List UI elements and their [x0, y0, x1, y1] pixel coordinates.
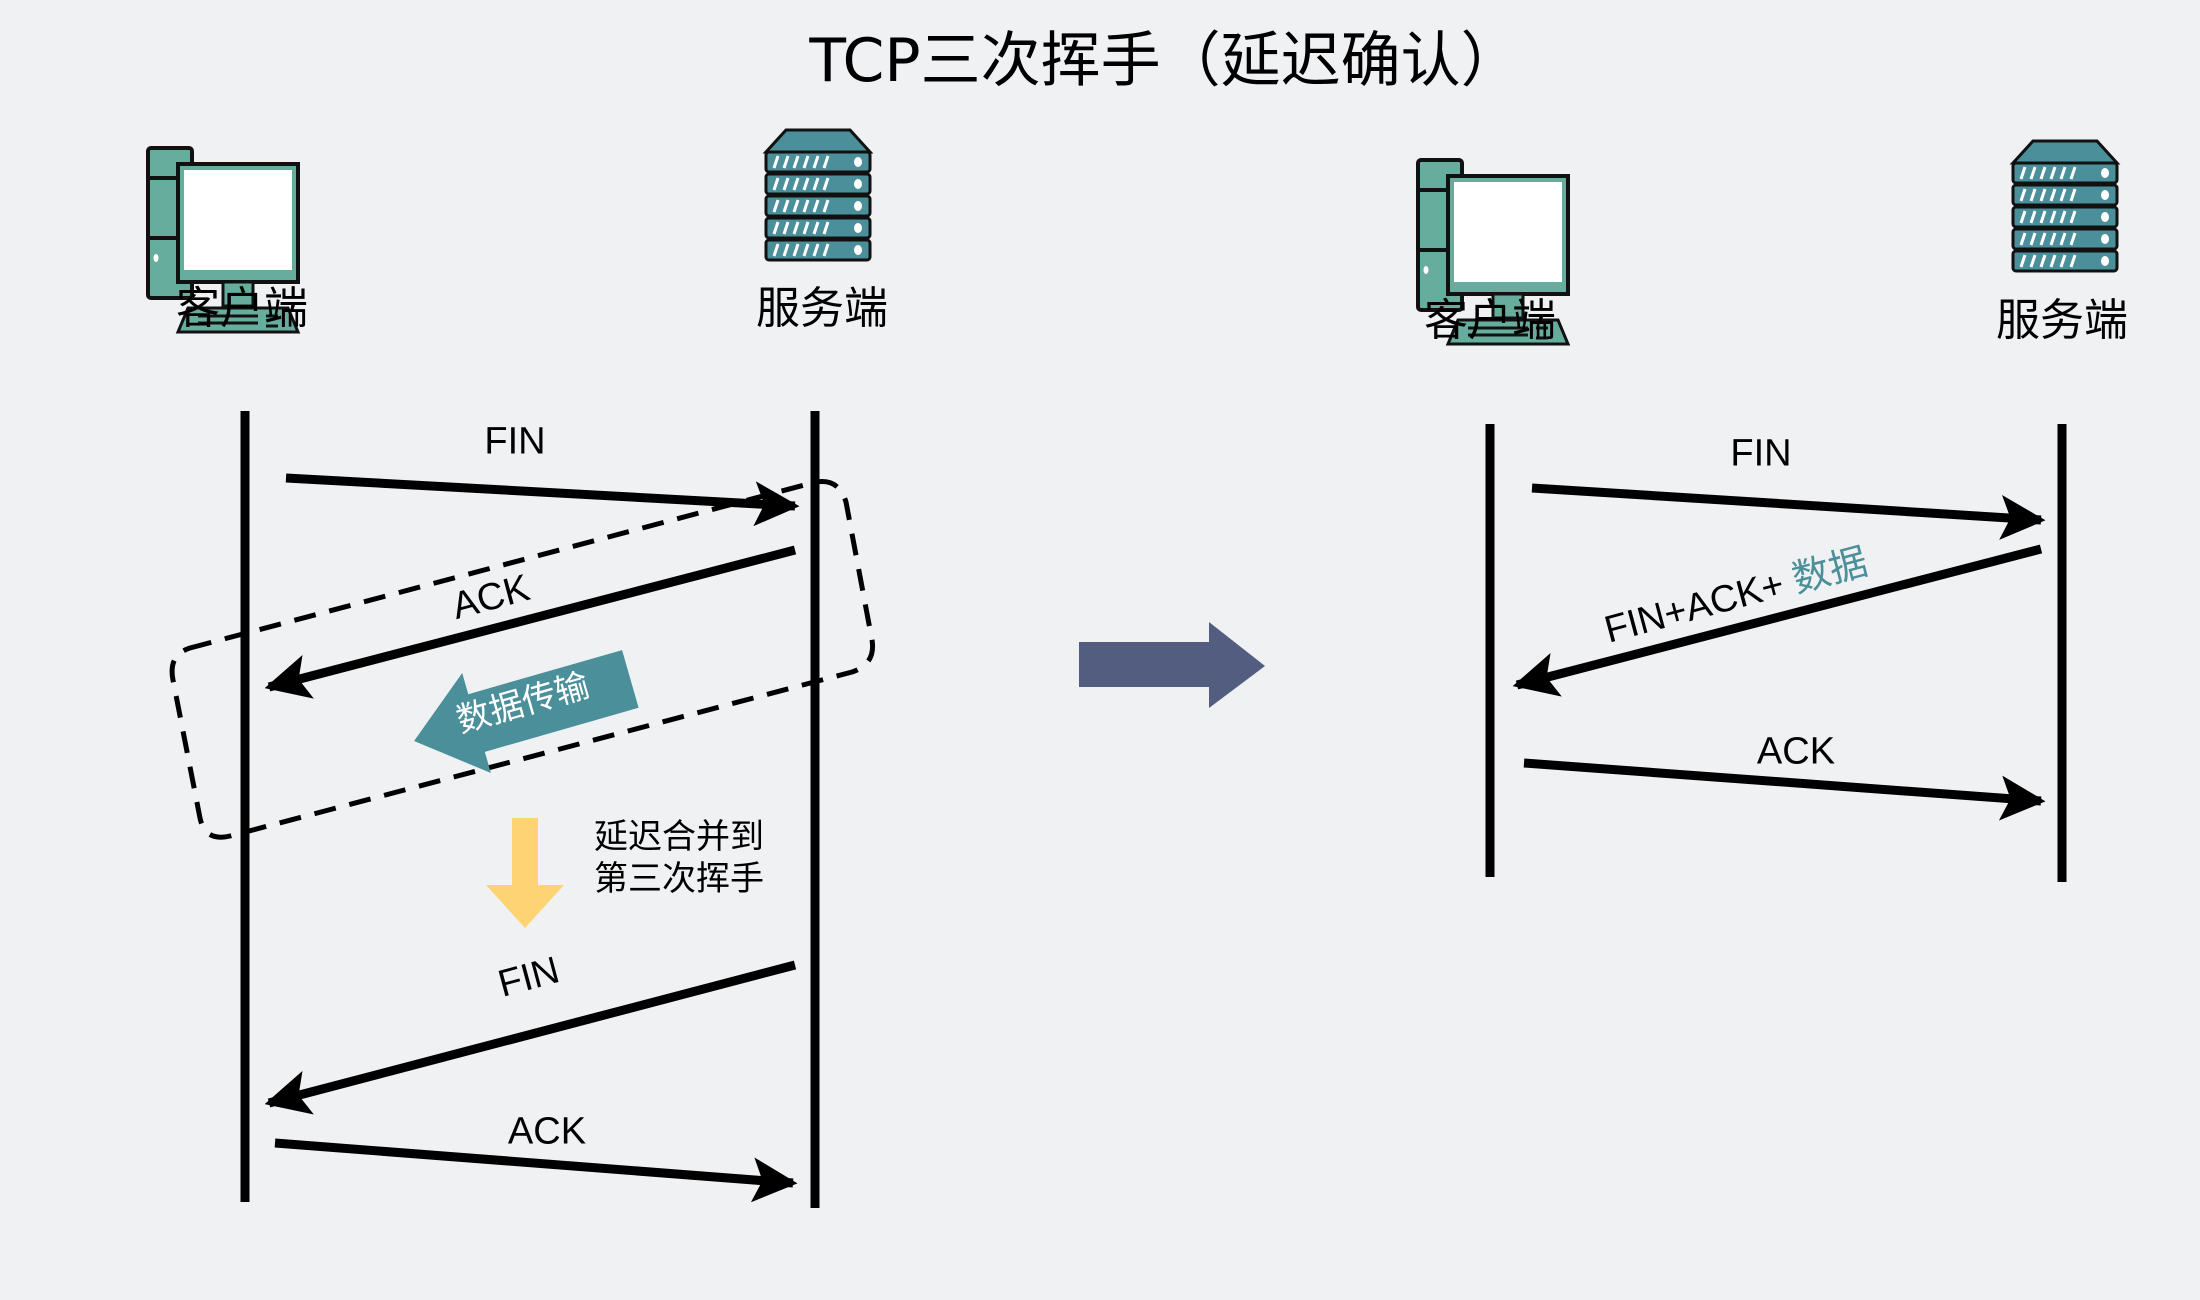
client-label: 客户端 [176, 283, 308, 334]
message-label: ACK [507, 1110, 587, 1153]
message-label: ACK [1756, 730, 1836, 773]
transition-arrow-icon [1079, 622, 1265, 708]
data-transfer-arrow [414, 650, 639, 774]
message-label: FIN [484, 420, 546, 463]
merge-note-line: 第三次挥手 [594, 859, 764, 899]
fin-arrow [1531, 483, 2046, 540]
ack-arrow [274, 1138, 798, 1203]
server-label: 服务端 [1996, 295, 2128, 346]
delayed-ack-highlight [169, 479, 876, 840]
fin-arrow [264, 960, 797, 1115]
fin-arrow [285, 473, 800, 527]
server-label: 服务端 [756, 283, 888, 334]
client-label: 客户端 [1424, 295, 1556, 346]
server-rack-icon [2013, 141, 2117, 271]
diagram-title: TCP三次挥手（延迟确认） [809, 26, 1521, 96]
merge-note-line: 延迟合并到 [594, 817, 764, 857]
ack-arrow [1523, 758, 2046, 821]
message-label: FIN [1730, 432, 1792, 475]
ack-arrow [264, 545, 797, 699]
server-rack-icon [766, 130, 870, 260]
merge-down-arrow [486, 818, 564, 928]
fin-ack-data-arrow [1512, 544, 2043, 697]
merge-note: 延迟合并到 第三次挥手 [594, 816, 764, 900]
